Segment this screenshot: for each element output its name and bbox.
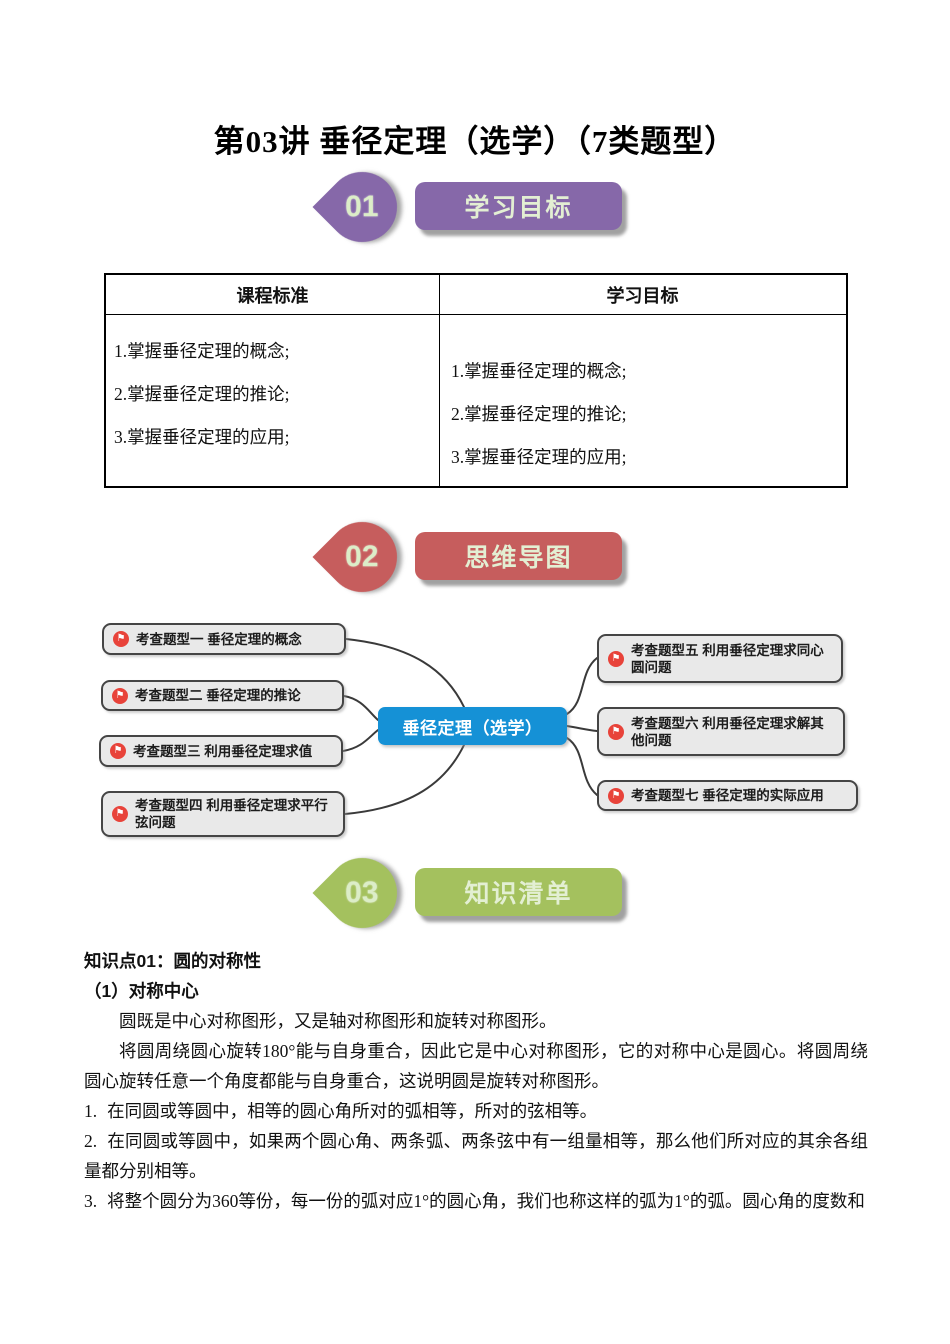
table-header-course-standard: 课程标准 (236, 285, 309, 306)
section-02-number: 02 (345, 540, 379, 573)
list-item-number: 3. (84, 1191, 98, 1211)
flag-icon: ⚑ (608, 650, 624, 667)
knowledge-paragraph: 圆既是中心对称图形，又是轴对称图形和旋转对称图形。 (119, 1011, 557, 1031)
section-01-number: 01 (345, 190, 379, 223)
section-02-label: 思维导图 (464, 544, 573, 572)
mindmap: ⚑ 考查题型一 垂径定理的概念 ⚑ 考查题型二 垂径定理的推论 ⚑ 考查题型三 … (0, 618, 950, 860)
mindmap-center-node: 垂径定理（选学） (378, 707, 567, 745)
mindmap-node-label: 考查题型七 垂径定理的实际应用 (631, 788, 824, 803)
table-column-divider (439, 275, 440, 486)
list-item-number: 1. (84, 1101, 98, 1121)
section-header-02: 02 思维导图 (0, 507, 950, 607)
flag-icon: ⚑ (112, 806, 128, 822)
page-title: 第03讲 垂径定理（选学）（7类题型） (213, 124, 737, 159)
mindmap-node-label: 考查题型五 利用垂径定理求同心圆问题 (631, 642, 824, 675)
mindmap-node-type4: ⚑ 考查题型四 利用垂径定理求平行弦问题 (101, 791, 345, 837)
section-03-number: 03 (345, 876, 379, 909)
course-standard-item: 2.掌握垂径定理的推论; (114, 384, 290, 404)
section-01-badge: 01 (312, 157, 412, 257)
section-02-badge: 02 (312, 507, 412, 607)
list-item-text: 在同圆或等圆中，相等的圆心角所对的弧相等，所对的弦相等。 (107, 1101, 598, 1121)
mindmap-node-type3: ⚑ 考查题型三 利用垂径定理求值 (99, 735, 343, 767)
section-03-badge: 03 (312, 843, 412, 943)
section-01-label: 学习目标 (464, 194, 573, 222)
table-header-row: 课程标准 学习目标 (106, 275, 846, 315)
section-03-label: 知识清单 (464, 880, 573, 908)
goals-table: 课程标准 学习目标 1.掌握垂径定理的概念; 2.掌握垂径定理的推论; 3.掌握… (104, 273, 848, 488)
mindmap-node-label: 考查题型一 垂径定理的概念 (136, 631, 302, 647)
list-item-text: 将整个圆分为360等份，每一份的弧对应1°的圆心角，我们也称这样的弧为1°的弧。… (107, 1191, 865, 1211)
knowledge-list-item: 2.在同圆或等圆中，如果两个圆心角、两条弧、两条弦中有一组量相等，那么他们所对应… (84, 1126, 868, 1186)
course-standard-item: 1.掌握垂径定理的概念; (114, 341, 290, 361)
mindmap-node-label: 考查题型二 垂径定理的推论 (135, 688, 301, 703)
mindmap-node-type1: ⚑ 考查题型一 垂径定理的概念 (102, 623, 346, 655)
mindmap-node-label: 考查题型四 利用垂径定理求平行弦问题 (135, 798, 328, 830)
flag-icon: ⚑ (113, 631, 129, 647)
knowledge-subheading: （1）对称中心 (84, 981, 199, 1001)
knowledge-point-heading: 知识点01：圆的对称性 (84, 951, 261, 971)
knowledge-section: 知识点01：圆的对称性 （1）对称中心 圆既是中心对称图形，又是轴对称图形和旋转… (84, 946, 868, 1216)
mindmap-node-type7: ⚑ 考查题型七 垂径定理的实际应用 (597, 780, 858, 811)
mindmap-node-type5: ⚑ 考查题型五 利用垂径定理求同心圆问题 (597, 634, 843, 683)
mindmap-connectors (342, 638, 598, 815)
learning-goal-item: 2.掌握垂径定理的推论; (451, 404, 627, 424)
mindmap-node-label: 考查题型三 利用垂径定理求值 (133, 743, 313, 759)
knowledge-list-item: 3. 将整个圆分为360等份，每一份的弧对应1°的圆心角，我们也称这样的弧为1°的… (84, 1186, 868, 1216)
course-standard-item: 3.掌握垂径定理的应用; (114, 427, 290, 447)
knowledge-list-item: 1. 在同圆或等圆中，相等的圆心角所对的弧相等，所对的弦相等。 (84, 1096, 868, 1126)
section-03-banner: 知识清单 (415, 868, 622, 916)
mindmap-node-type2: ⚑ 考查题型二 垂径定理的推论 (101, 680, 344, 711)
list-item-text: 在同圆或等圆中，如果两个圆心角、两条弧、两条弦中有一组量相等，那么他们所对应的其… (84, 1131, 868, 1181)
section-header-03: 03 知识清单 (0, 843, 950, 943)
flag-icon: ⚑ (608, 723, 624, 740)
course-standard-cell: 1.掌握垂径定理的概念; 2.掌握垂径定理的推论; 3.掌握垂径定理的应用; (114, 330, 429, 459)
learning-goal-item: 1.掌握垂径定理的概念; (451, 361, 627, 381)
flag-icon: ⚑ (110, 743, 126, 759)
learning-goal-item: 3.掌握垂径定理的应用; (451, 447, 627, 467)
flag-icon: ⚑ (112, 687, 128, 704)
section-header-01: 01 学习目标 (0, 157, 950, 257)
section-02-banner: 思维导图 (415, 532, 622, 580)
learning-goal-cell: 1.掌握垂径定理的概念; 2.掌握垂径定理的推论; 3.掌握垂径定理的应用; (451, 350, 841, 479)
list-item-number: 2. (84, 1131, 98, 1151)
table-header-learning-goal: 学习目标 (606, 285, 679, 306)
mindmap-node-type6: ⚑ 考查题型六 利用垂径定理求解其他问题 (597, 707, 845, 756)
section-01-banner: 学习目标 (415, 182, 622, 230)
mindmap-node-label: 考查题型六 利用垂径定理求解其他问题 (631, 715, 824, 748)
knowledge-paragraph: 将圆周绕圆心旋转180°能与自身重合，因此它是中心对称图形，它的对称中心是圆心。… (84, 1041, 868, 1091)
flag-icon: ⚑ (608, 787, 624, 804)
